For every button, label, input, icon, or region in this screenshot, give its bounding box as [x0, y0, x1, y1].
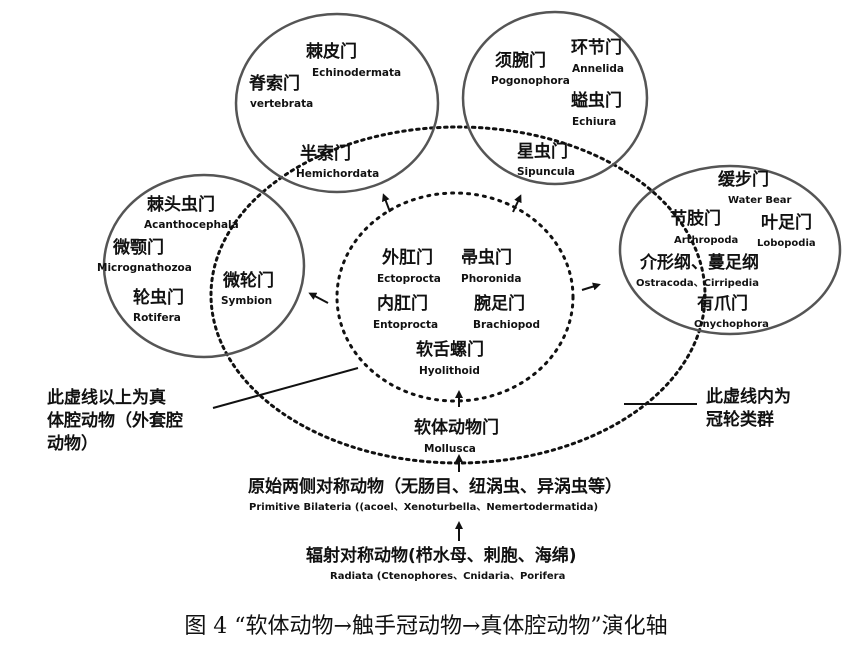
phylum-la: Ostracoda、Cirripedia [636, 278, 759, 289]
ecdysozoa-group-circle [618, 164, 842, 336]
phylum-la: Symbion [221, 295, 272, 307]
phylum-la: Micrognathozoa [97, 262, 192, 274]
primitive-bilateria-cn: 原始两侧对称动物（无肠目、纽涡虫、异涡虫等） [248, 476, 622, 497]
phylum-cn: 微轮门 [222, 270, 274, 291]
phylum-la: Echinodermata [312, 67, 401, 79]
phylum-la: Pogonophora [491, 75, 570, 87]
phylum-cn: 轮虫门 [133, 287, 184, 308]
phylum-cn: 环节门 [571, 37, 622, 58]
radiata-cn: 辐射对称动物(栉水母、刺胞、海绵) [306, 545, 577, 566]
figure-caption: 图 4 “软体动物→触手冠动物→真体腔动物”演化轴 [184, 614, 667, 639]
phylum-la: Entoprocta [373, 319, 438, 331]
phylum-cn: 节肢门 [670, 208, 721, 229]
phylum-cn: 微颚门 [112, 237, 164, 258]
arrow-to-ecdysozoa [581, 282, 601, 291]
phylum-cn: 介形纲、蔓足纲 [639, 252, 759, 273]
radiata-la: Radiata (Ctenophores、Cnidaria、Porifera [330, 571, 565, 582]
phylum-cn: 棘头虫门 [147, 194, 215, 215]
phylum-la: Annelida [572, 63, 624, 75]
phylum-cn: 半索门 [300, 143, 351, 164]
phylum-la: Ectoprocta [377, 273, 441, 285]
phylum-la: Sipuncula [517, 166, 575, 178]
phylum-la: Phoronida [461, 273, 521, 285]
annotation-lophotrochozoa-line1: 此虚线内为 [706, 386, 791, 407]
annotation-coelomate-line3: 动物） [47, 433, 98, 454]
annotation-coelomate-line2: 体腔动物（外套腔 [47, 410, 183, 431]
phylum-la: Acanthocephala [144, 219, 239, 231]
annotation-coelomate-line1: 此虚线以上为真 [47, 387, 166, 408]
phylum-la: Rotifera [133, 312, 181, 324]
annelid-group-circle [461, 10, 649, 186]
phylum-cn: 外肛门 [382, 247, 433, 268]
deuterostome-group-circle [234, 12, 440, 194]
lophotrochozoa-boundary-ellipse [209, 125, 707, 465]
phylum-cn: 叶足门 [761, 212, 812, 233]
phylum-la: Hemichordata [296, 168, 379, 180]
phylum-la: Hyolithoid [419, 365, 480, 377]
phylum-cn: 星虫门 [517, 141, 568, 162]
annotation-pointer-left [212, 367, 359, 409]
phylum-la: Echiura [572, 116, 616, 128]
phylum-la: vertebrata [250, 98, 313, 110]
annotation-lophotrochozoa-line2: 冠轮类群 [706, 409, 774, 430]
phylum-cn: 腕足门 [474, 293, 525, 314]
rotifer-group-circle [102, 173, 306, 359]
arrow-to-deuterostomes [382, 193, 391, 213]
phylum-cn: 帚虫门 [461, 247, 512, 268]
phylum-cn: 须腕门 [495, 50, 546, 71]
phylum-cn: 内肛门 [377, 293, 428, 314]
phylum-la: Onychophora [694, 319, 769, 330]
mollusca-cn: 软体动物门 [414, 417, 499, 438]
phylum-la: Arthropoda [674, 235, 738, 246]
phylum-la: Lobopodia [757, 238, 816, 249]
phylum-la: Water Bear [728, 195, 792, 206]
primitive-bilateria-la: Primitive Bilateria ((acoel、Xenoturbella… [249, 502, 598, 513]
mollusca-la: Mollusca [424, 443, 476, 455]
lophophorate-core-ellipse [335, 191, 575, 403]
arrow-to-annelids [512, 194, 522, 213]
phylum-cn: 缓步门 [718, 169, 769, 190]
phylum-cn: 棘皮门 [306, 41, 357, 62]
phylum-la: Brachiopod [473, 319, 540, 331]
phylum-cn: 软舌螺门 [416, 339, 484, 360]
arrow-to-rotifers [308, 292, 329, 304]
phylum-cn: 有爪门 [697, 293, 748, 314]
phylum-cn: 螠虫门 [571, 90, 622, 111]
phylum-cn: 脊索门 [248, 73, 300, 94]
